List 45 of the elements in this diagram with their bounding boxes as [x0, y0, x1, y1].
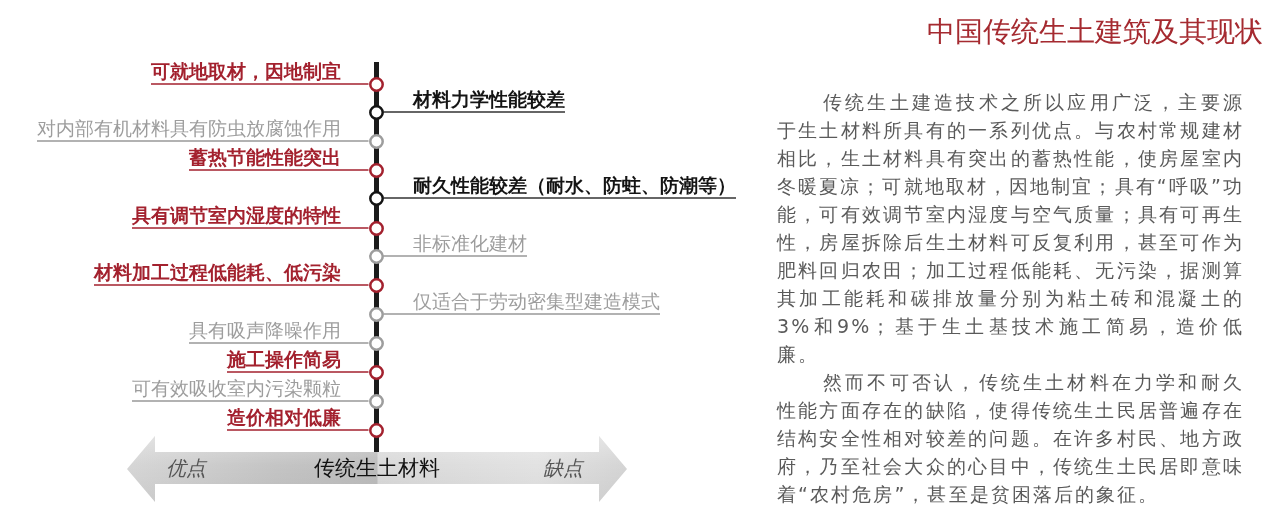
- leader-line: [382, 197, 737, 199]
- advantage-label: 造价相对低廉: [227, 406, 341, 428]
- ring-icon: [368, 76, 384, 92]
- leader-line: [382, 313, 661, 315]
- body-paragraph: 传统生土建造技术之所以应用广泛，主要源于生土材料所具有的一系列优点。与农村常规建材相比，生土材料具有突出的蓄热性能，使房屋室内冬暖夏凉；可就地取材，因地制宜；具有“呼吸”功能，可有效调节室内湿度与空气质量；具有可再生性，房屋拆除后生土材料可反复利用，甚至可作为肥料回归农田；加工过程低能耗、无污染，据测算其加工能耗和碳排放量分别为粘土砖和混凝土的3%和9%；基于生土基技术施工简易，造价低廉。: [777, 90, 1244, 367]
- ring-icon: [368, 306, 384, 322]
- advantage-label: 可有效吸收室内污染颗粒: [132, 377, 341, 399]
- leader-line: [131, 400, 370, 402]
- disadvantage-label: 耐久性能较差（耐水、防蛀、防潮等）: [413, 174, 736, 196]
- disadvantage-label: 非标准化建材: [413, 232, 527, 254]
- leader-line: [188, 169, 370, 171]
- disadvantage-label: 仅适合于劳动密集型建造模式: [413, 290, 660, 312]
- advantage-label: 蓄热节能性能突出: [189, 146, 341, 168]
- leader-line: [382, 255, 528, 257]
- ring-icon: [368, 335, 384, 351]
- advantage-label: 可就地取材，因地制宜: [151, 60, 341, 82]
- ring-icon: [368, 393, 384, 409]
- ring-icon: [368, 162, 384, 178]
- body-paragraph: 然而不可否认，传统生土材料在力学和耐久性能方面存在的缺陷，使得传统生土民居普遍存在结构安全性相对较差的问题。在许多村民、地方政府，乃至社会大众的心目中，传统生土民居即意味着“农村危房”，甚至是贫困落后的象征。: [777, 370, 1244, 507]
- advantage-label: 具有吸声降噪作用: [189, 319, 341, 341]
- leader-line: [131, 227, 370, 229]
- ring-icon: [368, 220, 384, 236]
- advantage-label: 施工操作简易: [227, 348, 341, 370]
- ring-icon: [368, 104, 384, 120]
- band-end-label: 优点: [166, 455, 206, 481]
- band-title: 传统生土材料: [314, 454, 440, 482]
- leader-line: [93, 284, 370, 286]
- ring-icon: [368, 422, 384, 438]
- advantage-label: 对内部有机材料具有防虫放腐蚀作用: [37, 117, 341, 139]
- ring-icon: [368, 364, 384, 380]
- ring-icon: [368, 277, 384, 293]
- ring-icon: [368, 248, 384, 264]
- advantage-label: 具有调节室内湿度的特性: [132, 204, 341, 226]
- ring-icon: [368, 190, 384, 206]
- advantage-label: 材料加工过程低能耗、低污染: [94, 261, 341, 283]
- page-title: 中国传统生土建筑及其现状: [927, 14, 1263, 50]
- leader-line: [188, 342, 370, 344]
- leader-line: [226, 371, 370, 373]
- ring-icon: [368, 133, 384, 149]
- band-end-label: 缺点: [543, 455, 583, 481]
- disadvantage-label: 材料力学性能较差: [413, 88, 565, 110]
- leader-line: [382, 111, 566, 113]
- leader-line: [36, 140, 370, 142]
- leader-line: [226, 429, 370, 431]
- leader-line: [150, 83, 370, 85]
